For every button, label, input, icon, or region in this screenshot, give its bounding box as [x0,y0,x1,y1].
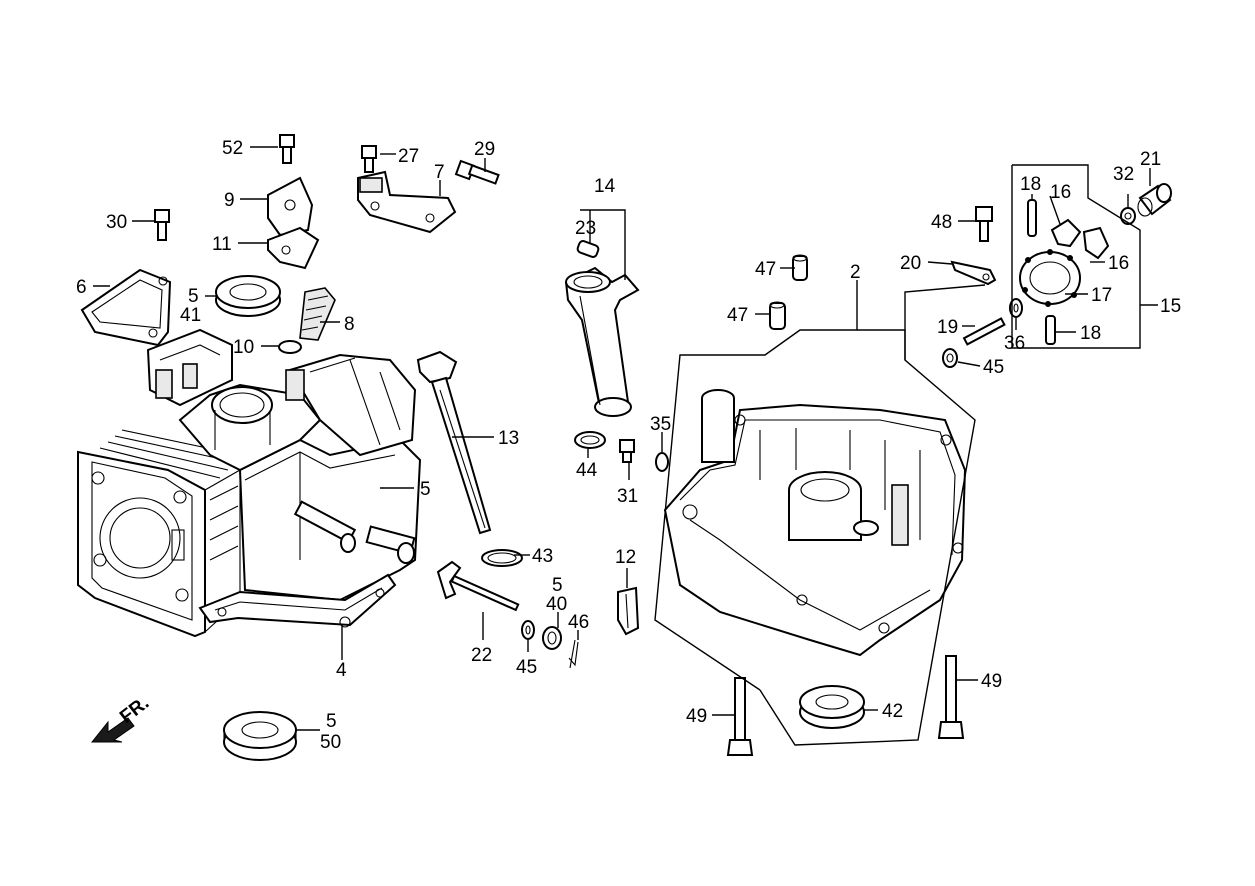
callout-2: 2 [850,262,861,283]
callout-30: 30 [106,212,127,233]
callout-32: 32 [1113,164,1134,185]
callout-43: 43 [532,546,553,567]
breather-plate-part [80,268,172,347]
washer-36-part [1009,298,1023,318]
bolt-49a-part [726,677,754,756]
callout-14: 14 [594,176,616,197]
callout-22: 22 [471,645,492,666]
bolt-48-part [975,206,993,242]
seal-40-part [542,626,562,650]
front-direction-arrow: FR. [90,693,153,743]
callout-13: 13 [498,428,519,449]
callout-12: 12 [615,547,636,568]
sleeve-21-part [1137,183,1172,217]
o-ring-43-part [481,549,523,567]
washer-32-part [1120,207,1136,225]
callout-21: 21 [1140,149,1161,170]
governor-shaft-part [436,560,520,612]
dowel-47a-part [792,254,808,281]
bearing-50-part [223,711,297,761]
callout-7: 7 [434,162,445,183]
dipstick-part [416,350,492,535]
callout-35: 35 [650,414,671,435]
clip-12-part [617,586,640,636]
callout-18-upper: 18 [1020,174,1041,195]
callout-23: 23 [575,218,596,239]
callout-49-right: 49 [981,671,1002,692]
callout-47-upper: 47 [755,259,776,280]
governor-shaft-19-part [962,317,1006,346]
callout-17: 17 [1091,285,1112,306]
washer-45-part [521,620,535,640]
callout-4: 4 [336,660,347,681]
callout-16-upper: 16 [1050,182,1071,203]
bearing-42-part [799,685,865,729]
callout-49-left: 49 [686,706,707,727]
callout-31: 31 [617,486,638,507]
breather-screen-part [299,287,336,341]
callout-11: 11 [212,234,232,255]
callout-46: 46 [568,612,589,633]
drain-bolt-part [619,439,635,463]
cover-plate-part [357,170,457,234]
callout-18-lower: 18 [1080,323,1101,344]
callout-50: 50 [320,732,341,753]
cylinder-block [77,328,422,638]
callout-5-seal: 5 [552,575,563,596]
callout-42: 42 [882,701,903,722]
dowel-47b-part [769,301,786,330]
o-ring-44-part [574,431,606,449]
callout-48: 48 [931,212,952,233]
callout-10: 10 [233,337,254,358]
callout-27: 27 [398,146,419,167]
crankcase-cover-part [663,389,967,657]
bolt-52-part [279,134,295,164]
bolt-30-part [154,209,170,241]
callout-8: 8 [344,314,355,335]
callout-labels: 52 27 29 9 7 30 11 6 5 41 8 10 14 23 13 … [76,138,1181,753]
callout-5-oil-seal: 5 [188,286,199,307]
breather-cover-part [267,176,320,270]
bolt-49b-part [937,655,965,739]
leader-lines [93,146,1158,746]
callout-41: 41 [180,305,201,326]
clip-46-part [568,639,579,669]
callout-29: 29 [474,139,495,160]
callout-36: 36 [1004,333,1025,354]
washer-35-part [655,452,669,472]
oil-filler-tube-part [564,266,640,417]
dowel-23-part [576,240,600,258]
callout-19: 19 [937,317,958,338]
callout-15: 15 [1160,296,1181,317]
callout-45-right: 45 [983,357,1004,378]
callout-9: 9 [224,190,235,211]
governor-arm-20-part [950,260,997,286]
callout-52: 52 [222,138,243,159]
bolt-27-part [361,145,377,173]
callout-20: 20 [900,253,921,274]
grommet-part [278,340,302,354]
bolt-29-part [454,159,500,185]
washer-45b-part [942,348,958,368]
callout-16-lower: 16 [1108,253,1129,274]
callout-45-left: 45 [516,657,537,678]
callout-6: 6 [76,277,87,298]
callout-44: 44 [576,460,598,481]
callout-47-lower: 47 [727,305,748,326]
callout-5-bearing: 5 [326,711,337,732]
callout-5-block: 5 [420,479,431,500]
callout-40: 40 [546,594,567,615]
oil-seal-part [215,275,281,317]
